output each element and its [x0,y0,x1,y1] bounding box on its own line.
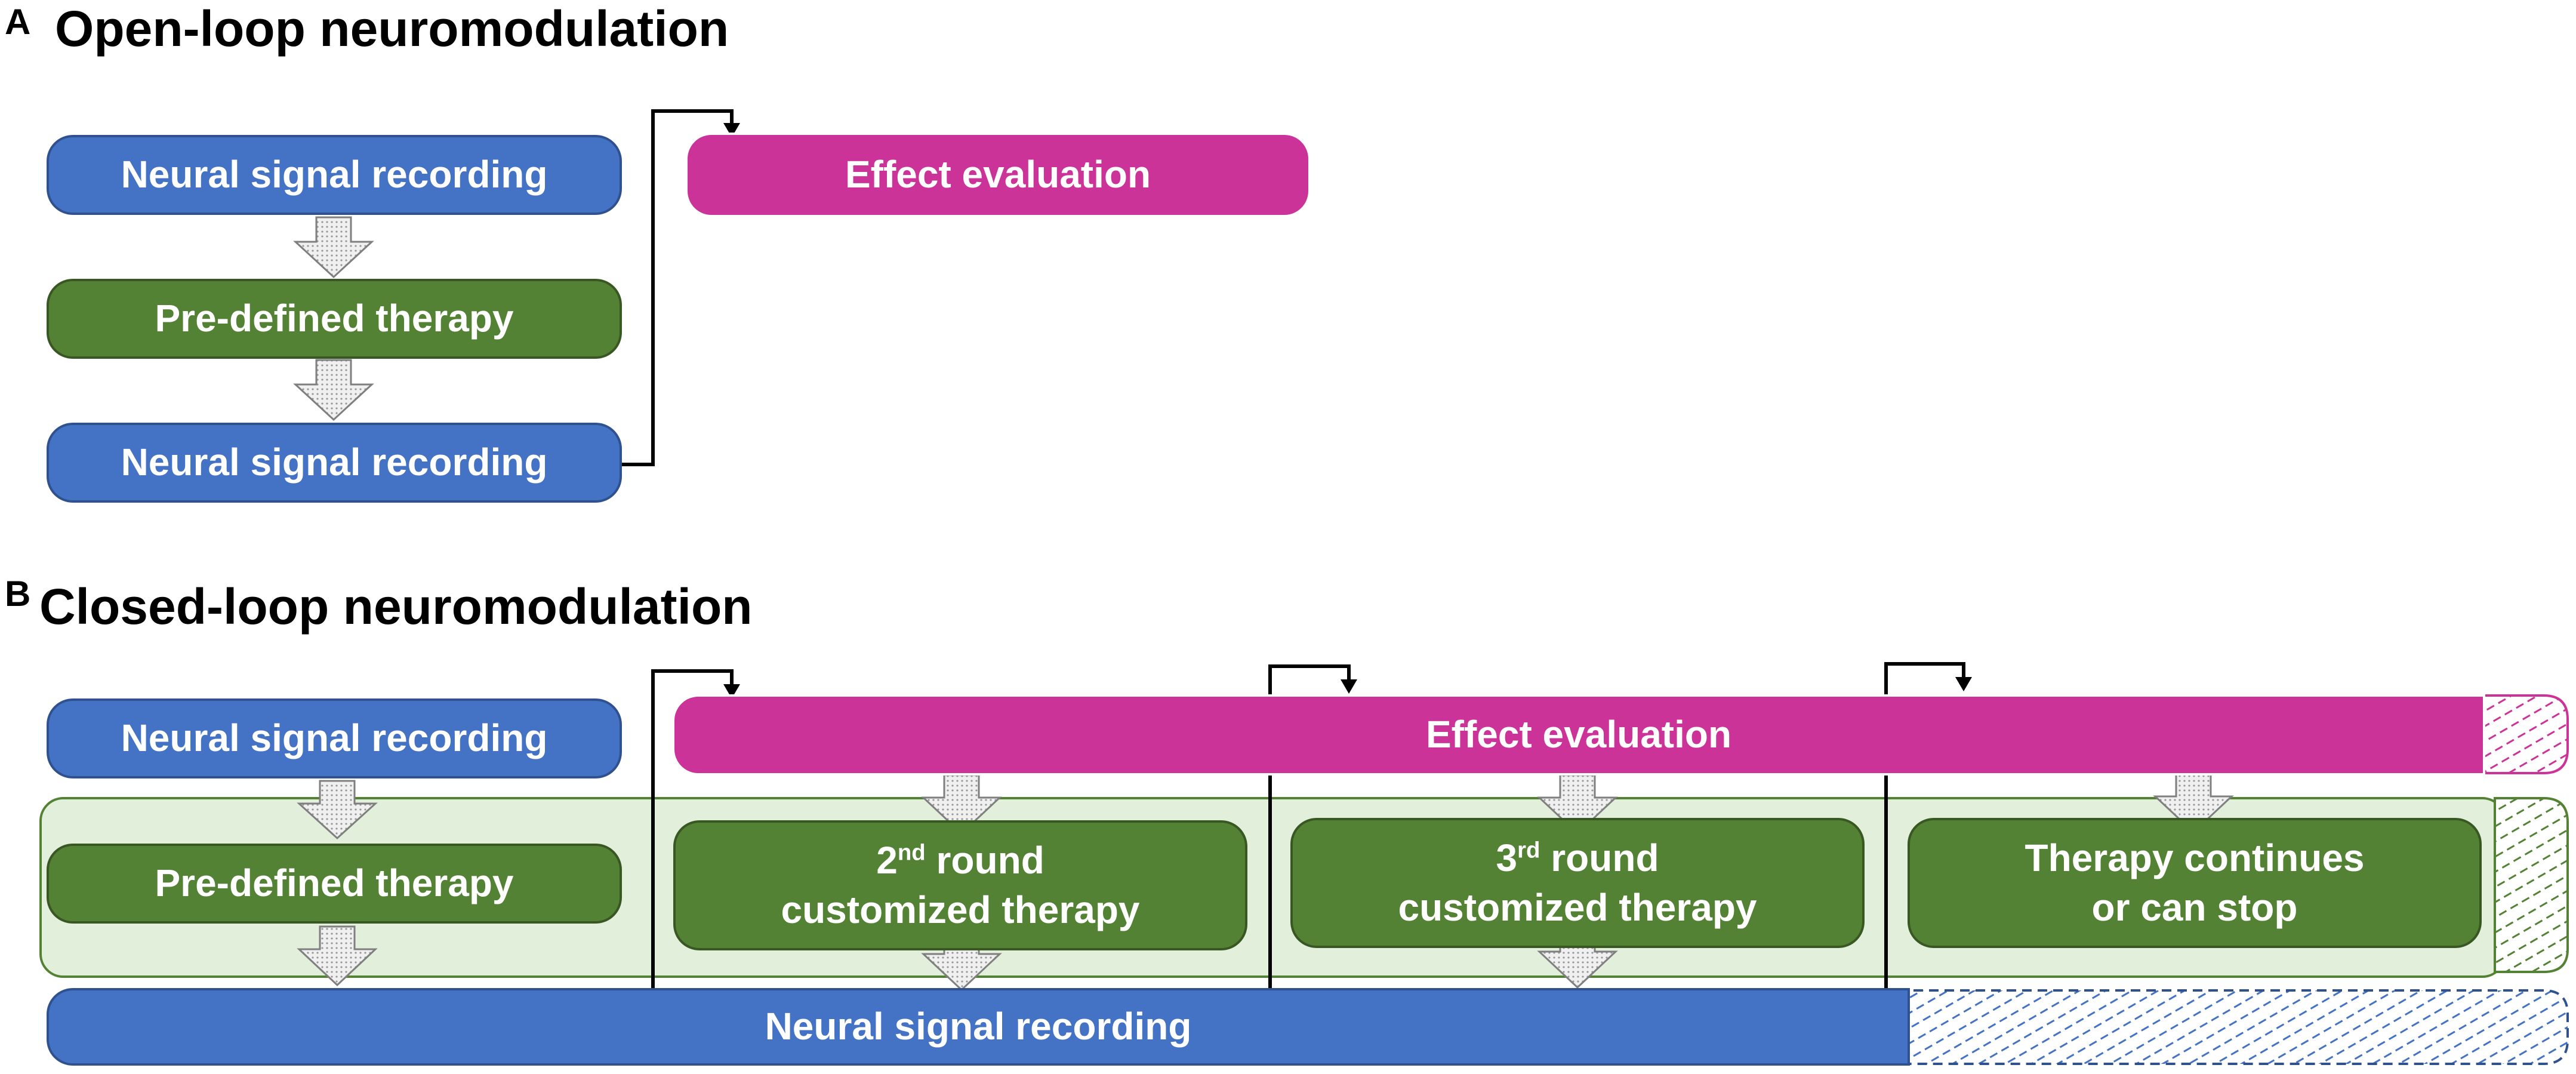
round2-ordinal: 2 [876,838,898,882]
arrowhead-icon [1955,677,1972,691]
down-arrow-icon [293,359,374,421]
down-arrow-icon [1537,774,1618,835]
final-line2: or can stop [2091,886,2298,929]
down-arrow-icon [293,216,374,279]
panel-b-final-therapy: Therapy continues or can stop [1908,818,2482,948]
final-line1: Therapy continues [2025,836,2365,879]
down-arrow-icon [2153,773,2234,834]
down-arrow-icon [297,780,378,840]
arrowhead-icon [723,684,740,698]
down-arrow-icon [297,925,378,987]
therapy-hatched-tail [2494,797,2569,973]
down-arrow-icon [921,774,1002,835]
round3-suffix: rd [1517,837,1540,863]
panel-a-recording-bottom: Neural signal recording [47,423,622,503]
panel-a-down-arrows [293,216,374,421]
panel-b-recording-bottom: Neural signal recording [47,988,1910,1066]
evaluation-hatched-tail [2476,694,2569,774]
panel-b-feedback-connectors [651,662,1965,1027]
panel-a-title: Open-loop neuromodulation [55,1,729,57]
arrowhead-icon [1341,679,1357,694]
round3-line2: customized therapy [1398,886,1757,929]
round2-suffix: nd [897,839,926,866]
round2-line2: customized therapy [781,888,1140,931]
panel-b-round2-therapy: 2nd round customized therapy [673,820,1247,950]
panel-a-feedback-connector [621,109,734,466]
round3-word: round [1540,836,1659,879]
panel-b-recording-top: Neural signal recording [47,698,622,778]
panel-b-effect-evaluation: Effect evaluation [672,694,2485,776]
arrowhead-icon [723,123,740,137]
panel-b-letter: B [5,574,31,614]
round2-word: round [925,838,1044,882]
round2-line1: 2nd round [781,836,1139,885]
round3-line1: 3rd round [1398,833,1757,883]
panel-b-predefined-therapy: Pre-defined therapy [47,844,622,924]
panel-a-recording-top: Neural signal recording [47,135,622,215]
panel-b-title: Closed-loop neuromodulation [39,578,753,635]
panel-b-round3-therapy: 3rd round customized therapy [1290,818,1865,948]
panel-a-predefined-therapy: Pre-defined therapy [47,279,622,359]
recording-hatched-tail [1897,989,2569,1065]
panel-a-letter: A [5,2,31,42]
panel-a-effect-evaluation: Effect evaluation [685,133,1311,217]
round3-ordinal: 3 [1496,836,1518,879]
